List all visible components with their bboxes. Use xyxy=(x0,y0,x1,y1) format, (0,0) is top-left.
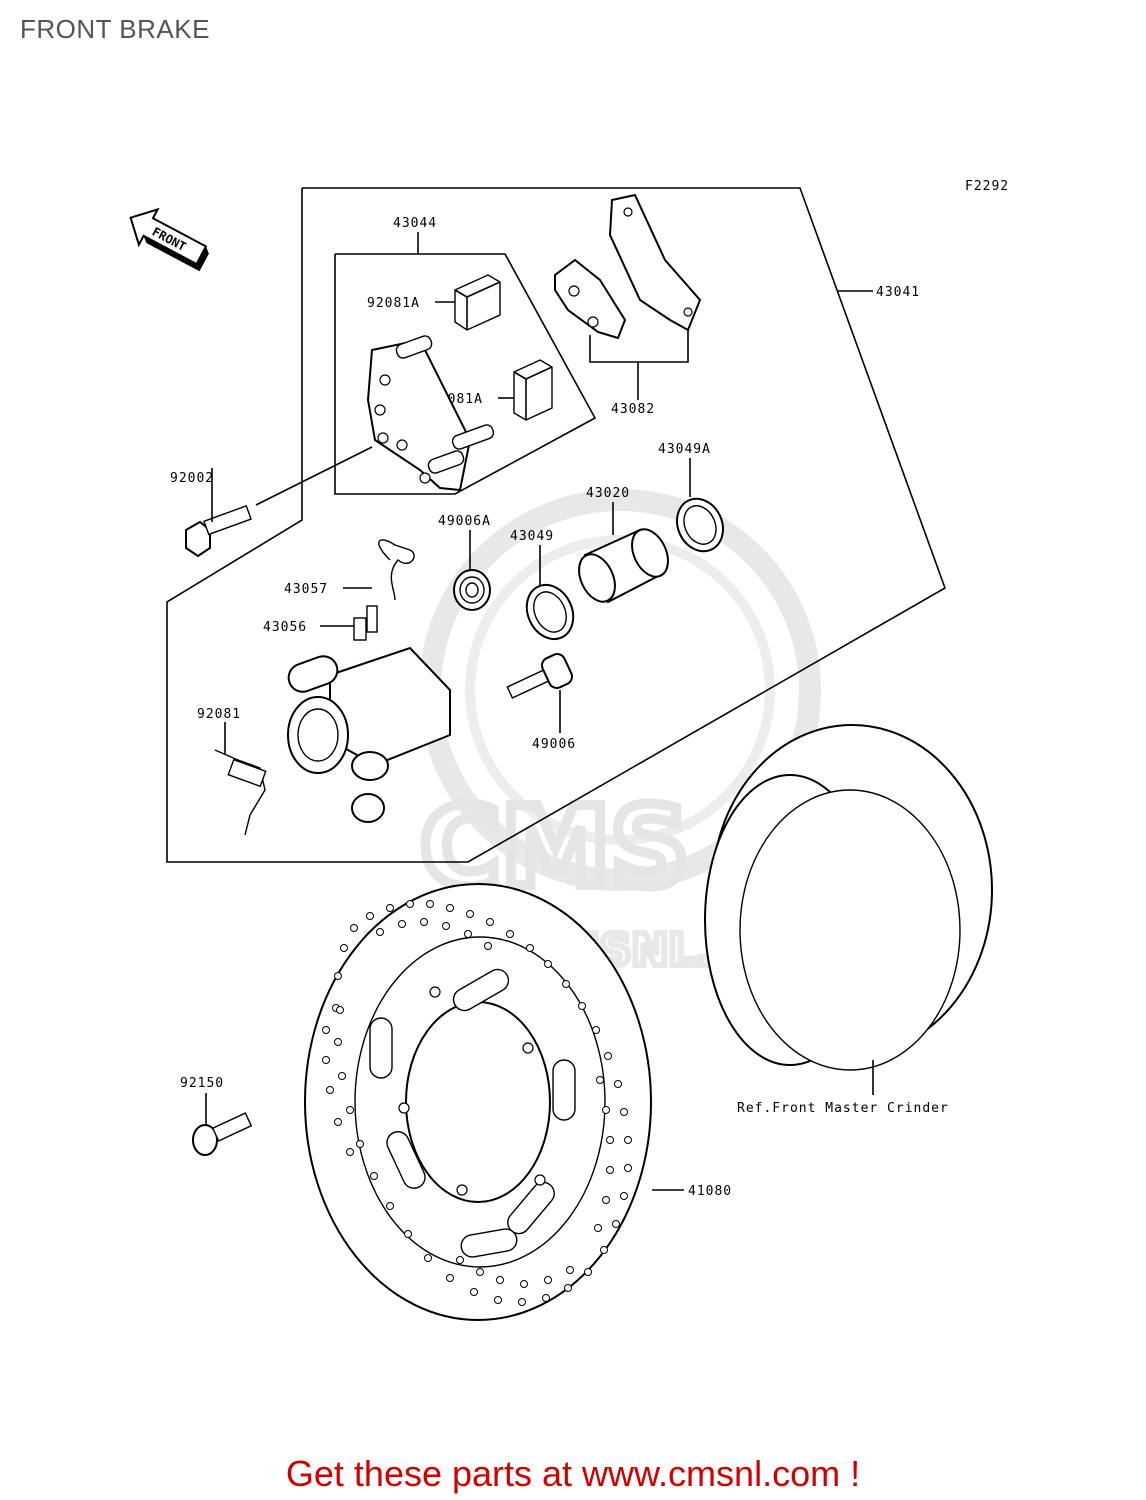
reference-ring-master-cylinder xyxy=(704,724,993,1071)
bleeder-valve-43056 xyxy=(353,605,378,641)
callout-49006a: 49006A xyxy=(438,514,491,529)
bracket-frame-43044 xyxy=(334,253,597,495)
page-title: FRONT BRAKE xyxy=(20,14,210,44)
front-direction-arrow-icon: FRONT xyxy=(129,207,209,272)
bolt-92002 xyxy=(185,505,252,558)
callout-43082: 43082 xyxy=(611,402,655,417)
callout-43056: 43056 xyxy=(263,620,307,635)
caliper-body xyxy=(287,646,451,823)
pad-spring-92081 xyxy=(214,749,267,836)
callout-43044: 43044 xyxy=(393,216,437,231)
piston-43020 xyxy=(578,528,669,604)
get-parts-link[interactable]: Get these parts at www.cmsnl.com ! xyxy=(285,1453,861,1494)
brake-pad-front xyxy=(554,258,627,340)
callout-92002: 92002 xyxy=(170,471,214,486)
callout-41080: 41080 xyxy=(688,1184,732,1199)
ref-note: Ref.Front Master Crinder xyxy=(737,1101,949,1116)
boot-49006a xyxy=(453,569,491,611)
assembly-frame-43041 xyxy=(166,187,946,863)
callout-43049a: 43049A xyxy=(658,442,711,457)
callout-43049: 43049 xyxy=(510,529,554,544)
callout-43020: 43020 xyxy=(586,486,630,501)
caliper-bracket xyxy=(366,335,495,492)
slide-pin-49006 xyxy=(506,653,574,699)
callout-49006: 49006 xyxy=(532,737,576,752)
screw-92150 xyxy=(192,1112,253,1156)
callout-43041: 43041 xyxy=(876,285,920,300)
callout-92150: 92150 xyxy=(180,1076,224,1091)
figure-code: F2292 xyxy=(965,179,1009,194)
pad-spring-92081a-lower xyxy=(513,359,553,421)
pad-spring-92081a-upper xyxy=(454,274,501,331)
callout-92081a-upper: 92081A xyxy=(367,296,420,311)
bleeder-cap-43057 xyxy=(378,539,415,601)
callout-43057: 43057 xyxy=(284,582,328,597)
brake-disc-41080 xyxy=(304,883,652,1321)
brake-pad-rear xyxy=(608,193,702,332)
callout-92081: 92081 xyxy=(197,707,241,722)
